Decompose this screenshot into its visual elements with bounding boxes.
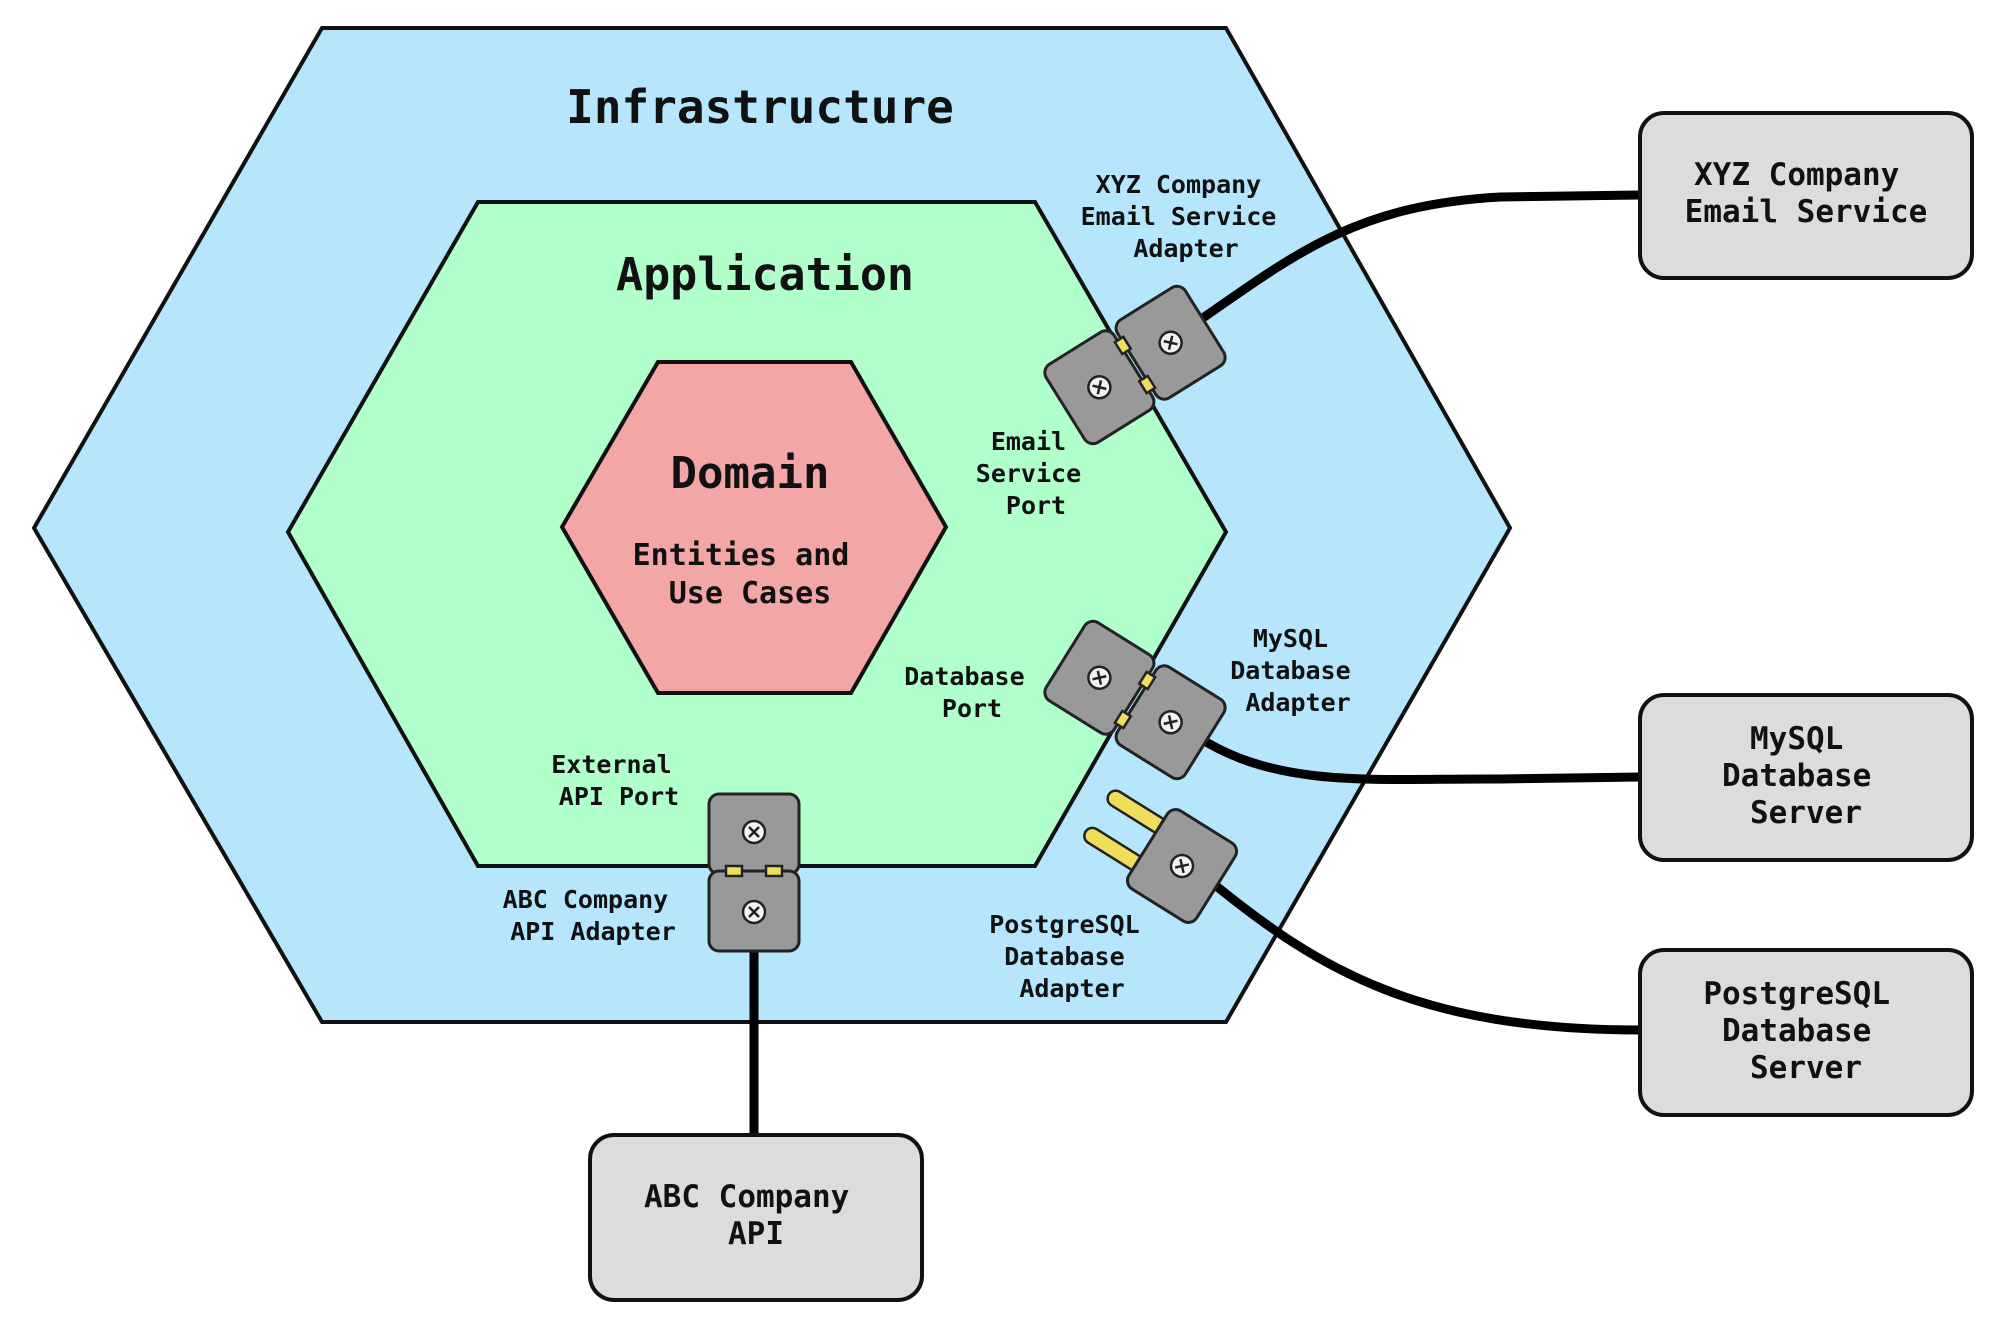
connector-pin [1137, 374, 1157, 395]
external-system-text: PostgreSQL Database Server [1703, 976, 1908, 1086]
label-line: Service [976, 459, 1081, 488]
connector-pin [1113, 709, 1133, 730]
mysql-adapter-label: MySQL Database Adapter [1230, 624, 1365, 717]
cable-postgresql [1210, 880, 1645, 1035]
database-connector [1043, 619, 1227, 781]
xyz-email-adapter-label: XYZ Company Email Service Adapter [1081, 170, 1292, 263]
label-line: Database [1004, 942, 1124, 971]
external-system-text: ABC Company API [644, 1179, 868, 1252]
external-system-text: XYZ Company Email Service [1685, 157, 1928, 230]
label-line: API [728, 1216, 784, 1252]
label-line: Database [1722, 758, 1871, 794]
external-system-box [588, 1133, 924, 1302]
database-port-label: Database Port [904, 662, 1039, 723]
domain-subtitle: Entities and Use Cases [633, 538, 868, 611]
domain-subtitle-line: Use Cases [669, 576, 832, 611]
connector-pin [724, 864, 744, 878]
label-line: Database [1230, 656, 1350, 685]
label-line: API Adapter [510, 917, 676, 946]
domain-title: Domain [671, 448, 830, 499]
screw-cross-icon [1092, 670, 1107, 685]
external-system-box [1638, 948, 1974, 1117]
abc-api-adapter-label: ABC Company API Adapter [503, 885, 684, 946]
label-line: XYZ Company [1694, 157, 1899, 193]
label-line: Adapter [1019, 974, 1124, 1003]
connector-pin [1137, 670, 1157, 691]
cable-xyz-email [1195, 190, 1645, 325]
domain-hexagon [559, 360, 949, 695]
email-connector [1043, 284, 1227, 446]
label-line: Adapter [1245, 688, 1350, 717]
label-line: Database [1722, 1013, 1871, 1049]
cable-mysql [1193, 732, 1645, 785]
email-service-port-label: Email Service Port [976, 427, 1096, 520]
external-system-box [1638, 693, 1974, 862]
external-system-abc-api: ABC Company API [588, 1133, 924, 1302]
screw-cross-icon [748, 826, 760, 838]
external-api-port-label: External API Port [551, 750, 686, 811]
postgresql-adapter-label: PostgreSQL Database Adapter [989, 910, 1155, 1003]
external-api-connector [707, 792, 801, 953]
label-line: Email Service [1685, 194, 1928, 230]
postgresql-adapter-connector [1083, 789, 1239, 924]
label-line: API Port [559, 782, 679, 811]
label-line: MySQL [1750, 721, 1843, 757]
screw-cross-icon [1163, 715, 1178, 730]
screw-cross-icon [1092, 380, 1107, 395]
label-line: Email [991, 427, 1066, 456]
label-line: Port [1006, 491, 1066, 520]
external-system-xyz-email: XYZ Company Email Service [1638, 111, 1974, 280]
screw-cross-icon [1163, 335, 1178, 350]
screw-cross-icon [748, 906, 760, 918]
external-system-postgresql: PostgreSQL Database Server [1638, 948, 1974, 1117]
label-line: PostgreSQL [1703, 976, 1890, 1012]
label-line: XYZ Company [1096, 170, 1262, 199]
label-line: Server [1750, 1050, 1862, 1086]
connector-pin [764, 864, 784, 878]
label-line: Server [1750, 795, 1862, 831]
screw-cross-icon [1174, 858, 1190, 874]
label-line: ABC Company [644, 1179, 849, 1215]
label-line: Email Service [1081, 202, 1277, 231]
external-system-box [1638, 111, 1974, 280]
label-line: MySQL [1253, 624, 1328, 653]
external-system-text: MySQL Database Server [1722, 721, 1890, 831]
label-line: Port [942, 694, 1002, 723]
label-line: Adapter [1133, 234, 1238, 263]
label-line: Database [904, 662, 1024, 691]
application-title: Application [616, 248, 914, 301]
label-line: PostgreSQL [989, 910, 1140, 939]
label-line: ABC Company [503, 885, 669, 914]
label-line: External [551, 750, 671, 779]
connector-pin [1113, 335, 1133, 356]
domain-subtitle-line: Entities and [633, 538, 850, 573]
infrastructure-title: Infrastructure [566, 80, 954, 134]
external-system-mysql: MySQL Database Server [1638, 693, 1974, 862]
